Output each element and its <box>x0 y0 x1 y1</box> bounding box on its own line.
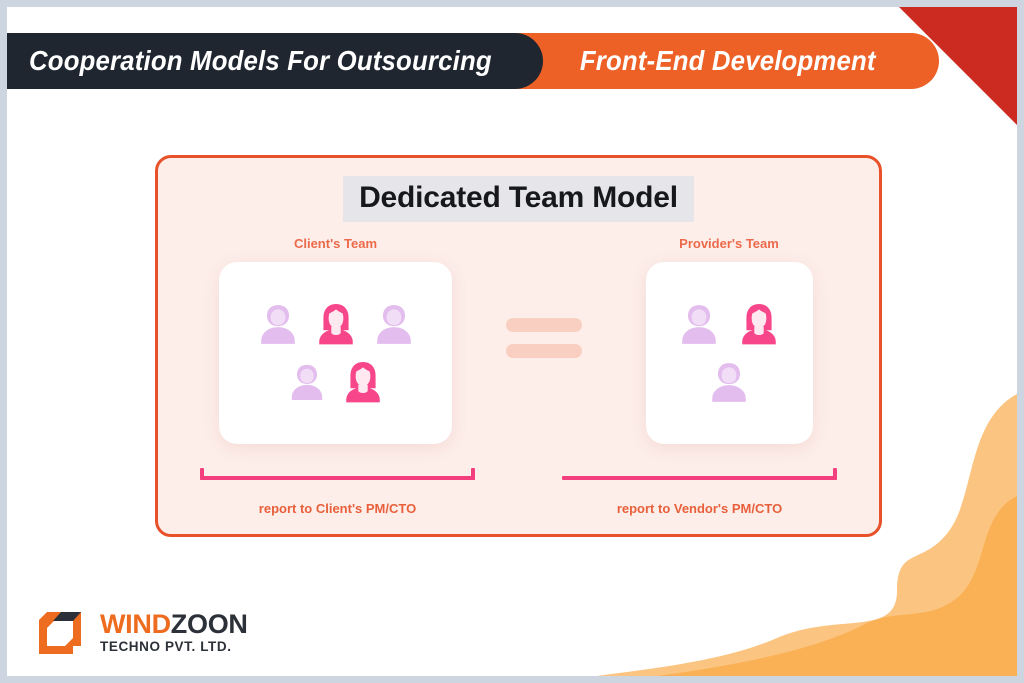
client-bracket-line <box>200 468 475 481</box>
card-title-row: Dedicated Team Model <box>158 176 879 222</box>
equals-connector-icon <box>506 318 582 358</box>
header-title-orange: Front-End Development <box>580 45 876 76</box>
dedicated-team-model-card: Dedicated Team Model Client's Team <box>155 155 882 537</box>
provider-bracket-line <box>562 468 837 481</box>
client-team-avatar-box <box>219 262 452 444</box>
person-female-icon <box>345 362 380 403</box>
equals-bar-top <box>506 318 582 332</box>
logo-name-part1: WIND <box>100 608 171 639</box>
client-report-label: report to Client's PM/CTO <box>258 501 417 516</box>
header-banner-dark: Cooperation Models For Outsourcing <box>7 33 543 89</box>
logo-name-part2: ZOON <box>170 608 248 639</box>
client-team-label: Client's Team <box>293 236 378 251</box>
provider-report-column: report to Vendor's PM/CTO <box>562 468 837 516</box>
bracket-cap-right <box>833 468 837 480</box>
logo-name: WINDZOON <box>100 610 248 638</box>
client-team-column: Client's Team <box>213 236 458 444</box>
client-report-column: report to Client's PM/CTO <box>200 468 475 516</box>
windzoon-logomark-icon <box>39 612 81 654</box>
provider-team-label: Provider's Team <box>679 236 779 251</box>
person-male-icon <box>712 363 746 402</box>
provider-team-avatar-box <box>645 262 813 444</box>
avatar-row <box>660 302 799 346</box>
provider-report-label: report to Vendor's PM/CTO <box>616 501 783 516</box>
person-male-icon <box>291 364 322 401</box>
logo-subtitle: TECHNO PVT. LTD. <box>100 639 232 655</box>
company-logo: WINDZOON TECHNO PVT. LTD. <box>35 606 248 658</box>
bracket-cap-left <box>200 468 204 480</box>
avatar-row <box>660 360 799 404</box>
equals-bar-bottom <box>506 344 582 358</box>
avatar-row <box>235 360 436 404</box>
person-female-icon <box>318 304 353 345</box>
header-title-dark: Cooperation Models For Outsourcing <box>29 45 492 76</box>
report-row: report to Client's PM/CTO report to Vend… <box>158 468 879 516</box>
bracket-cap-right <box>471 468 475 480</box>
bracket-bar <box>562 476 837 480</box>
avatar-row <box>235 302 436 346</box>
person-male-icon <box>376 305 411 344</box>
page-title: Dedicated Team Model <box>343 176 694 222</box>
provider-team-column: Provider's Team <box>634 236 824 444</box>
person-female-icon <box>742 304 776 345</box>
bracket-bar <box>200 476 475 480</box>
person-male-icon <box>260 305 295 344</box>
logo-text: WINDZOON TECHNO PVT. LTD. <box>100 610 248 655</box>
person-male-icon <box>682 305 716 344</box>
